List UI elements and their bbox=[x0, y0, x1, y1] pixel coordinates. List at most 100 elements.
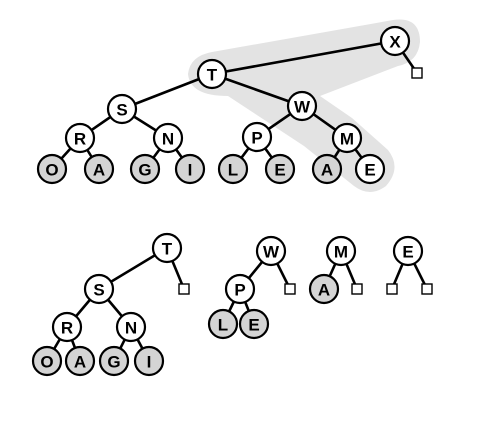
empty-leaf-box-tbox bbox=[178, 283, 190, 295]
node-circle-p bbox=[241, 121, 273, 153]
node-circle-s_b bbox=[83, 273, 115, 305]
node-circle-e2 bbox=[354, 153, 386, 185]
tree-node-g_b: G bbox=[98, 345, 130, 377]
node-circle-r bbox=[64, 122, 96, 154]
tree-node-p: P bbox=[241, 121, 273, 153]
empty-leaf-box-mbox bbox=[351, 283, 363, 295]
tree-node-g: G bbox=[129, 153, 161, 185]
tree-node-s: S bbox=[106, 93, 138, 125]
node-circle-a1 bbox=[83, 153, 115, 185]
node-circle-o_b bbox=[31, 345, 63, 377]
node-label-p: P bbox=[251, 129, 262, 148]
tree-node-t: T bbox=[196, 58, 228, 90]
node-label-l_b: L bbox=[218, 316, 228, 335]
node-label-i_b: I bbox=[147, 353, 152, 372]
tree-node-a2_b: A bbox=[308, 273, 340, 305]
edge-t-s bbox=[120, 72, 214, 111]
node-circle-e1 bbox=[264, 153, 296, 185]
node-circle-l bbox=[217, 153, 249, 185]
node-circle-e2_b bbox=[392, 235, 424, 267]
node-label-a2: A bbox=[321, 161, 333, 180]
node-label-r_b: R bbox=[61, 319, 73, 338]
edge-x-t bbox=[210, 39, 397, 76]
tree-node-o_b: O bbox=[31, 345, 63, 377]
tree-node-e2_b: E bbox=[392, 235, 424, 267]
tree-node-n: N bbox=[152, 122, 184, 154]
node-circle-a_b bbox=[64, 345, 96, 377]
node-label-a_b: A bbox=[74, 353, 86, 372]
tree-node-a_b: A bbox=[64, 345, 96, 377]
empty-leaf-boxes bbox=[178, 67, 433, 295]
empty-leaf-box-ebox2 bbox=[421, 283, 433, 295]
node-label-t: T bbox=[207, 66, 218, 85]
node-label-s: S bbox=[116, 101, 127, 120]
node-label-n_b: N bbox=[125, 319, 137, 338]
node-circle-t_b bbox=[151, 232, 183, 264]
node-label-e_b: E bbox=[248, 316, 259, 335]
node-circle-t bbox=[196, 58, 228, 90]
empty-leaf-box-wbox bbox=[284, 283, 296, 295]
tree-node-w_b: W bbox=[255, 235, 287, 267]
node-label-s_b: S bbox=[93, 281, 104, 300]
tree-node-l_b: L bbox=[207, 308, 239, 340]
node-label-e1: E bbox=[274, 161, 285, 180]
node-circle-o bbox=[36, 153, 68, 185]
node-label-p_b: P bbox=[234, 281, 245, 300]
node-label-w_b: W bbox=[263, 243, 280, 262]
node-label-r: R bbox=[74, 130, 86, 149]
node-circle-i bbox=[174, 153, 206, 185]
tree-node-e_b: E bbox=[238, 308, 270, 340]
tree-node-m: M bbox=[331, 122, 363, 154]
tree-node-e2: E bbox=[354, 153, 386, 185]
node-label-o: O bbox=[45, 161, 58, 180]
tree-node-p_b: P bbox=[224, 273, 256, 305]
node-circle-g bbox=[129, 153, 161, 185]
node-circle-x bbox=[379, 25, 411, 57]
node-circle-a2_b bbox=[308, 273, 340, 305]
tree-node-m_b: M bbox=[325, 235, 357, 267]
tree-node-r_b: R bbox=[51, 311, 83, 343]
node-label-g_b: G bbox=[107, 353, 120, 372]
empty-leaf-box-ebox1 bbox=[386, 283, 398, 295]
node-label-o_b: O bbox=[40, 353, 53, 372]
tree-node-e1: E bbox=[264, 153, 296, 185]
node-label-g: G bbox=[138, 161, 151, 180]
node-label-n: N bbox=[162, 130, 174, 149]
node-label-x: X bbox=[389, 33, 401, 52]
node-circle-a2 bbox=[311, 153, 343, 185]
node-circle-g_b bbox=[98, 345, 130, 377]
tree-node-w: W bbox=[286, 90, 318, 122]
empty-leaf-box-xbox bbox=[411, 67, 423, 79]
node-circle-l_b bbox=[207, 308, 239, 340]
node-label-e2: E bbox=[364, 161, 375, 180]
node-label-i: I bbox=[188, 161, 193, 180]
tree-node-i_b: I bbox=[133, 345, 165, 377]
tree-node-n_b: N bbox=[115, 311, 147, 343]
node-label-m_b: M bbox=[334, 243, 348, 262]
node-label-m: M bbox=[340, 130, 354, 149]
node-circle-w_b bbox=[255, 235, 287, 267]
node-label-l: L bbox=[228, 161, 238, 180]
tree-node-t_b: T bbox=[151, 232, 183, 264]
node-circle-s bbox=[106, 93, 138, 125]
tree-node-s_b: S bbox=[83, 273, 115, 305]
node-circle-p_b bbox=[224, 273, 256, 305]
node-label-e2_b: E bbox=[402, 243, 413, 262]
node-label-a2_b: A bbox=[318, 281, 330, 300]
edge-t-w bbox=[210, 72, 304, 108]
tree-node-x: X bbox=[379, 25, 411, 57]
tree-node-o: O bbox=[36, 153, 68, 185]
node-circle-n_b bbox=[115, 311, 147, 343]
node-circle-r_b bbox=[51, 311, 83, 343]
node-circle-m bbox=[331, 122, 363, 154]
node-circle-m_b bbox=[325, 235, 357, 267]
node-circle-w bbox=[286, 90, 318, 122]
tree-node-r: R bbox=[64, 122, 96, 154]
node-circle-n bbox=[152, 122, 184, 154]
node-circle-i_b bbox=[133, 345, 165, 377]
tree-node-l: L bbox=[217, 153, 249, 185]
tree-node-i: I bbox=[174, 153, 206, 185]
tree-node-a2: A bbox=[311, 153, 343, 185]
